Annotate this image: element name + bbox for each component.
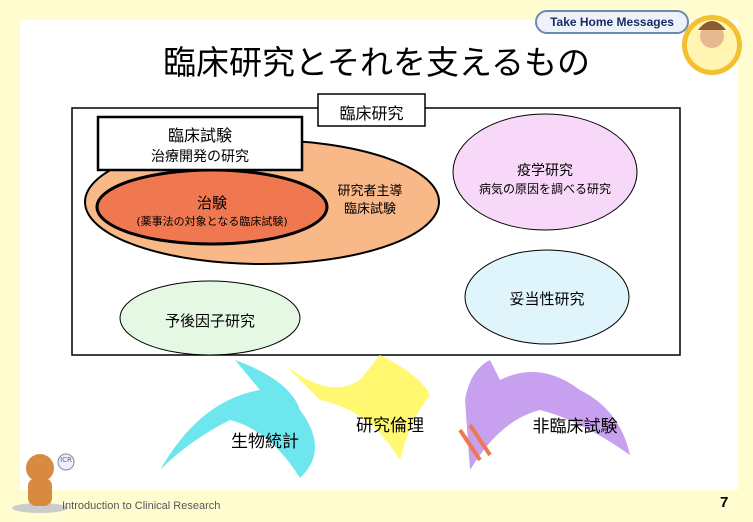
validity-label: 妥当性研究 xyxy=(509,290,585,308)
bird-cyan-icon xyxy=(160,360,315,478)
presenter-avatar-icon xyxy=(682,15,742,75)
prognosis-label: 予後因子研究 xyxy=(164,312,255,330)
epidemiology-subtitle: 病気の原因を調べる研究 xyxy=(478,182,611,196)
epidemiology-title: 疫学研究 xyxy=(517,163,573,179)
clinical-research-label-box xyxy=(317,93,426,127)
page-number: 7 xyxy=(720,494,729,511)
epidemiology-ellipse xyxy=(452,113,638,231)
bird-purple-icon xyxy=(465,360,630,470)
clinical-research-label: 臨床研究 xyxy=(339,104,404,123)
support-biostatistics: 生物統計 xyxy=(231,432,299,452)
validity-ellipse xyxy=(464,249,630,345)
prognosis-ellipse xyxy=(119,280,301,356)
take-home-badge: Take Home Messages xyxy=(535,10,689,34)
slide-title: 臨床研究とそれを支えるもの xyxy=(162,43,591,82)
bird-yellow-icon xyxy=(285,355,430,460)
support-ethics: 研究倫理 xyxy=(356,416,424,436)
chiken-subtitle: (薬事法の対象となる臨床試験) xyxy=(136,215,288,228)
clinical-trial-title: 臨床試験 xyxy=(167,126,232,145)
investigator-line1: 研究者主導 xyxy=(337,184,403,199)
motion-lines-icon xyxy=(458,423,492,462)
clinical-trial-box xyxy=(96,115,304,172)
footer-text: Introduction to Clinical Research xyxy=(62,500,221,512)
investigator-line2: 臨床試験 xyxy=(343,202,396,217)
dog-mascot-icon xyxy=(12,453,75,513)
chiken-title: 治験 xyxy=(196,194,227,212)
support-nonclinical: 非臨床試験 xyxy=(532,417,618,437)
mascot-bubble-text: ICR xyxy=(60,456,72,464)
clinical-trial-subtitle: 治療開発の研究 xyxy=(151,149,249,165)
